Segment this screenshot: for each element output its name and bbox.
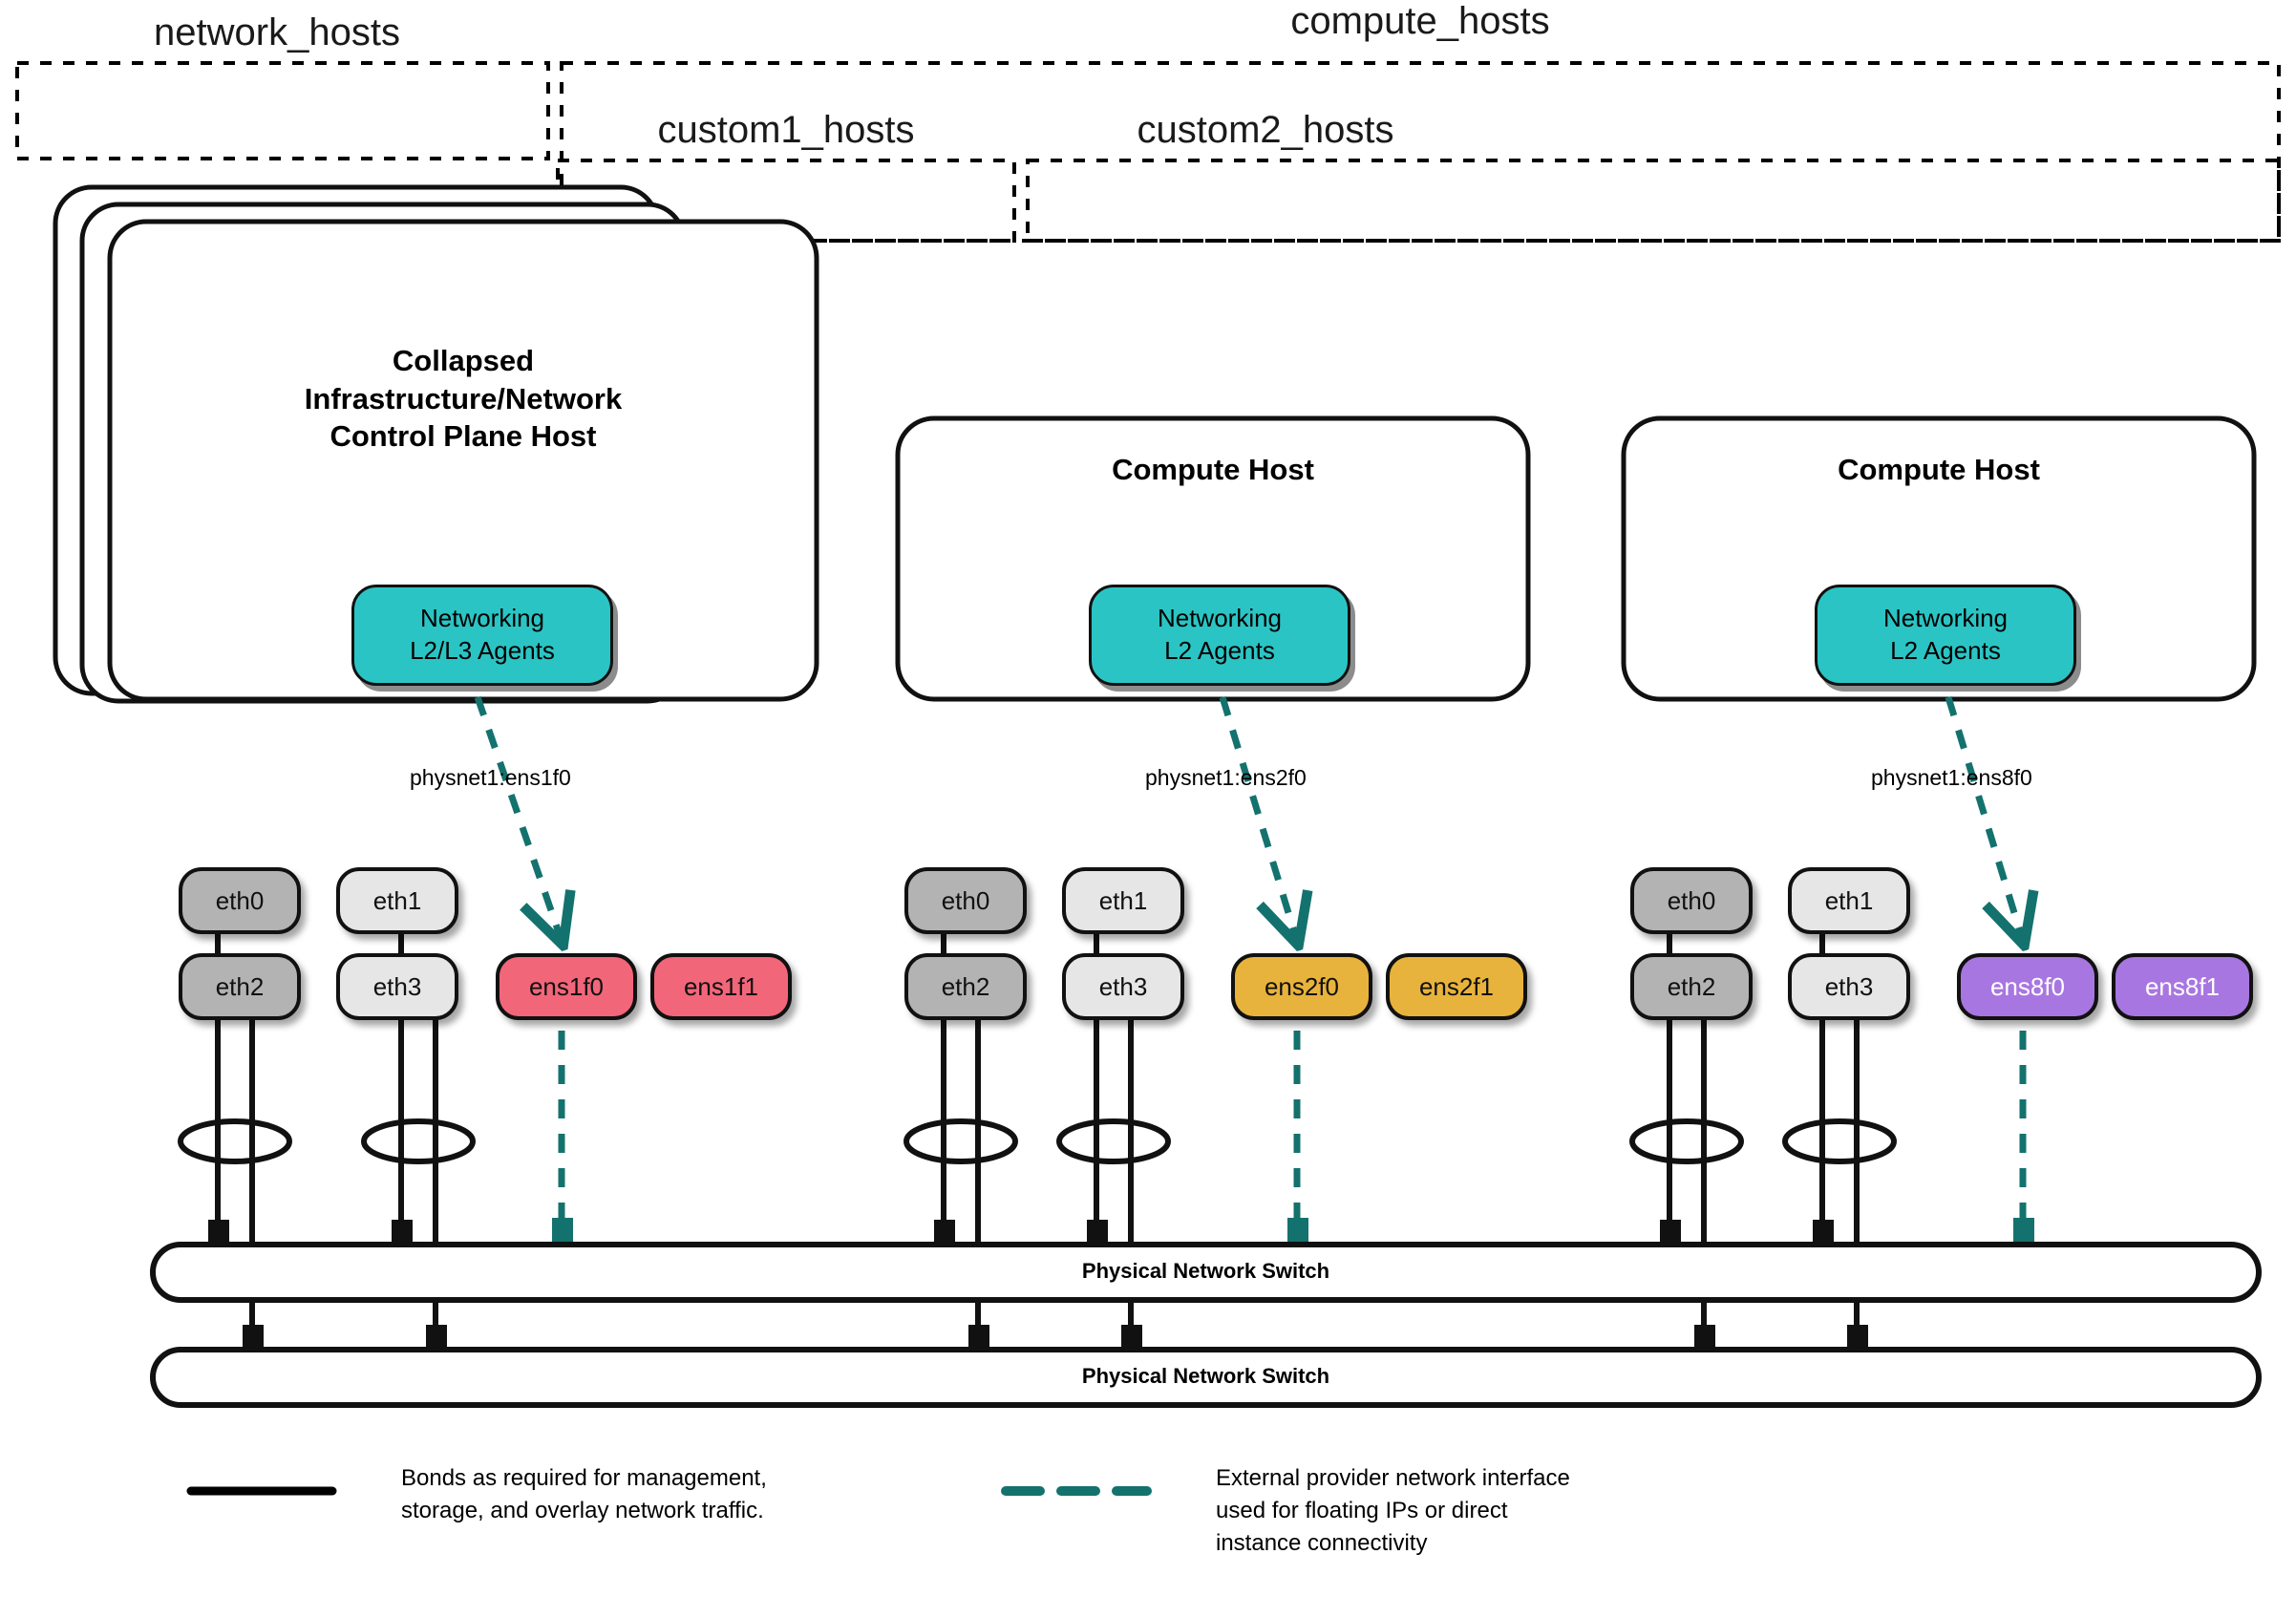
- nic-label: eth0: [941, 885, 990, 915]
- nic-host-3-eth2[interactable]: eth2: [1630, 953, 1753, 1020]
- agents-label-line1: Networking: [1157, 604, 1283, 633]
- nic-host-3-eth3[interactable]: eth3: [1788, 953, 1910, 1020]
- group-box-network-hosts: [15, 61, 550, 160]
- nic-host-3-ens8f0[interactable]: ens8f0: [1957, 953, 2098, 1020]
- switch-label-bottom: Physical Network Switch: [1081, 1364, 1330, 1388]
- nic-label: ens2f1: [1418, 971, 1495, 1001]
- nic-label: eth2: [1667, 971, 1716, 1001]
- agents-label-line1: Networking: [419, 604, 545, 633]
- nic-label: ens8f0: [1989, 971, 2066, 1001]
- nic-host-2-ens2f0[interactable]: ens2f0: [1231, 953, 1372, 1020]
- legend-text-provider: External provider network interface used…: [1216, 1465, 1570, 1557]
- nic-label: eth2: [941, 971, 990, 1001]
- legend-text-bonds: Bonds as required for management, storag…: [401, 1465, 767, 1524]
- nic-host-2-eth1[interactable]: eth1: [1062, 867, 1184, 934]
- nic-host-3-ens8f1[interactable]: ens8f1: [2112, 953, 2253, 1020]
- physical-switch-bottom: [150, 1347, 2262, 1408]
- physnet-label-host-3: physnet1:ens8f0: [1871, 765, 2032, 790]
- group-label-compute-hosts: compute_hosts: [1290, 0, 1550, 42]
- agents-label-line2: L2 Agents: [1890, 636, 2001, 665]
- host-card-compute-1: [895, 415, 1531, 702]
- nic-label: eth2: [215, 971, 265, 1001]
- agents-box-host-3[interactable]: Networking L2 Agents: [1815, 585, 2076, 686]
- nic-host-1-eth0[interactable]: eth0: [179, 867, 301, 934]
- physical-switch-top: [150, 1242, 2262, 1303]
- nic-host-2-eth2[interactable]: eth2: [904, 953, 1027, 1020]
- bond-ellipses-host-2: [904, 1118, 1171, 1164]
- physnet-label-host-1: physnet1:ens1f0: [410, 765, 571, 790]
- nic-label: eth0: [1667, 885, 1716, 915]
- host-card-compute-2: [1621, 415, 2257, 702]
- group-label-custom1-hosts: custom1_hosts: [657, 109, 915, 151]
- nic-host-1-ens1f0[interactable]: ens1f0: [496, 953, 637, 1020]
- nic-label: eth1: [372, 885, 422, 915]
- group-label-custom2-hosts: custom2_hosts: [1137, 109, 1394, 151]
- nic-host-1-eth2[interactable]: eth2: [179, 953, 301, 1020]
- agents-label-line2: L2 Agents: [1164, 636, 1275, 665]
- agents-box-host-2[interactable]: Networking L2 Agents: [1089, 585, 1350, 686]
- nic-host-1-eth3[interactable]: eth3: [336, 953, 458, 1020]
- host-title-compute-2: Compute Host: [1838, 453, 2040, 486]
- provider-link-host-2-agent: [1219, 695, 1297, 941]
- provider-links: [474, 695, 2023, 1227]
- nic-host-1-ens1f1[interactable]: ens1f1: [650, 953, 792, 1020]
- nic-label: ens2f0: [1264, 971, 1340, 1001]
- agents-label-line1: Networking: [1882, 604, 2009, 633]
- nic-label: eth3: [1824, 971, 1874, 1001]
- physnet-label-host-2: physnet1:ens2f0: [1145, 765, 1307, 790]
- physical-switches: [150, 1242, 2262, 1408]
- nic-host-1-eth1[interactable]: eth1: [336, 867, 458, 934]
- group-box-custom2-hosts: [1026, 159, 2281, 243]
- bond-ellipses-host-3: [1629, 1118, 1897, 1164]
- host-title-compute-1: Compute Host: [1112, 453, 1314, 486]
- nic-label: eth1: [1824, 885, 1874, 915]
- nic-host-3-eth0[interactable]: eth0: [1630, 867, 1753, 934]
- host-card-control-plane: [53, 184, 819, 704]
- nic-label: eth3: [372, 971, 422, 1001]
- nic-label: eth1: [1098, 885, 1148, 915]
- switch-label-top: Physical Network Switch: [1081, 1259, 1330, 1283]
- nic-label: eth3: [1098, 971, 1148, 1001]
- agents-label-line2: L2/L3 Agents: [410, 636, 555, 665]
- nic-host-2-ens2f1[interactable]: ens2f1: [1386, 953, 1527, 1020]
- nic-host-2-eth3[interactable]: eth3: [1062, 953, 1184, 1020]
- provider-link-host-3-agent: [1945, 695, 2023, 941]
- group-label-network-hosts: network_hosts: [154, 11, 400, 53]
- nic-label: eth0: [215, 885, 265, 915]
- nic-host-2-eth0[interactable]: eth0: [904, 867, 1027, 934]
- host-title-control-plane: Collapsed Infrastructure/Network Control…: [304, 344, 623, 454]
- provider-link-host-1-agent: [474, 695, 562, 941]
- nic-label: ens1f0: [528, 971, 605, 1001]
- agents-box-host-1[interactable]: Networking L2/L3 Agents: [351, 585, 613, 686]
- nic-host-3-eth1[interactable]: eth1: [1788, 867, 1910, 934]
- group-box-compute-hosts: [560, 61, 2281, 243]
- nic-label: ens8f1: [2144, 971, 2221, 1001]
- bond-ellipses-host-1: [178, 1118, 476, 1164]
- nic-label: ens1f1: [683, 971, 759, 1001]
